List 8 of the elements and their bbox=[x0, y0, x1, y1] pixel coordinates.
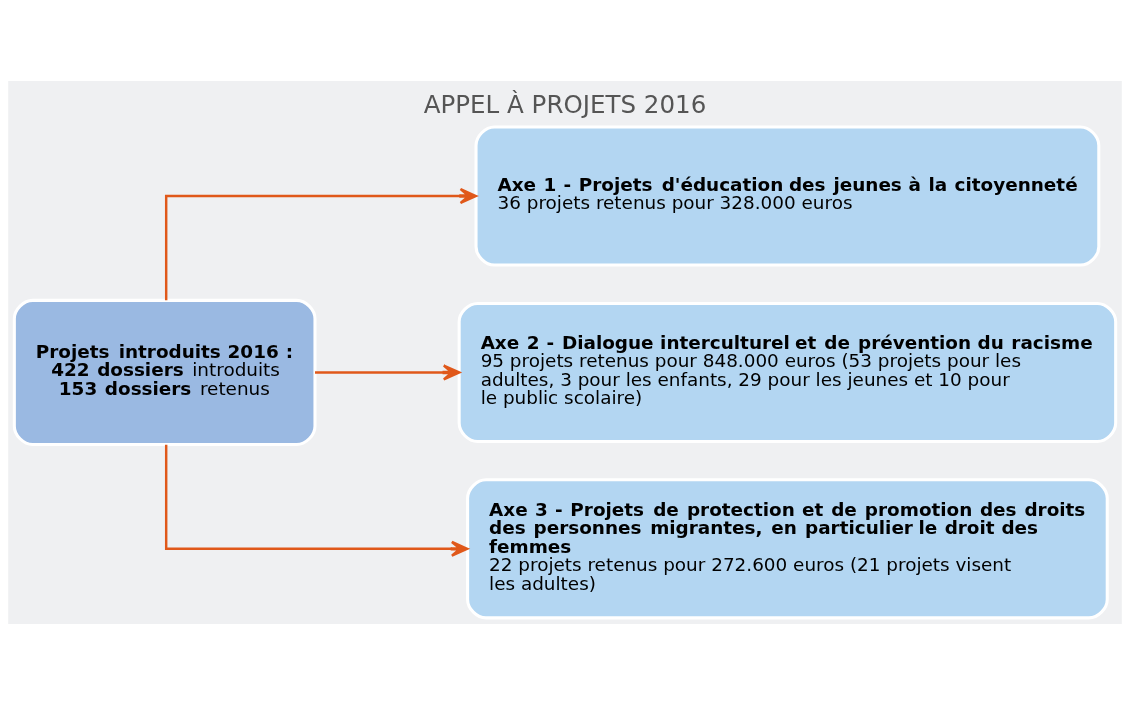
node-box: Axe 2 - Dialogue interculturel et de prévention du racisme 95 projets retenus pour 848.000 euros (53 projets pour les adultes, 3 pour les enfants, 29 pour les jeunes et 10 pour le public scolaire) bbox=[457, 301, 1118, 443]
node-box: Projets introduits 2016 : 422 dossiers introduits 153 dossiers retenus bbox=[12, 298, 317, 446]
arrow bbox=[315, 363, 461, 381]
diagram-title: APPEL À PROJETS 2016 bbox=[423, 89, 707, 119]
node-box: Axe 1 - Projets d'éducation des jeunes à la citoyenneté 36 projets retenus pour 328.000 euros bbox=[474, 125, 1101, 267]
node-box: Axe 3 - Projets de protection et de promotion des droits des personnes migrantes, en particulier le droit des femmes 22 projets retenus pour 272.600 euros (21 projets visent les adultes) bbox=[466, 477, 1109, 619]
arrow bbox=[164, 444, 469, 557]
arrow bbox=[164, 187, 478, 300]
